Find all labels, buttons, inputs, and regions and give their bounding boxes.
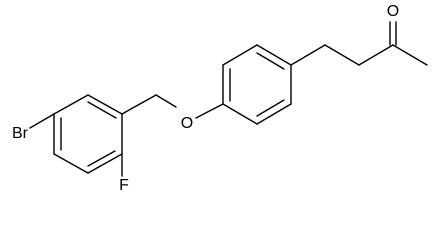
structure-canvas: Br F O O	[12, 3, 428, 195]
bond-ring1-f	[53, 94, 89, 115]
ether-oxygen-label: O	[181, 115, 193, 132]
bromine-label: Br	[12, 125, 29, 142]
ketone-oxygen-label: O	[387, 3, 399, 20]
bond-ch2-o	[155, 94, 177, 108]
bond-ring1-c	[87, 153, 123, 174]
bromofluorophenyl-ring	[53, 94, 123, 174]
bond-c-br	[29, 113, 55, 129]
bond-ch2b-co	[358, 44, 394, 66]
bond-ring2-double-2	[256, 52, 285, 70]
bond-co-ch3	[392, 44, 428, 66]
phenylene-ring	[222, 44, 292, 125]
fluorine-label: F	[119, 177, 129, 194]
chemical-structure-diagram: Br F O O	[12, 3, 428, 194]
bond-ring2-b	[222, 44, 258, 66]
bond-ring2-e	[256, 103, 292, 125]
bond-ring1-d	[53, 153, 89, 174]
bond-o-ring2	[195, 103, 224, 119]
bond-ring2-ch2a	[290, 44, 326, 66]
bond-ring2-f	[222, 103, 258, 125]
bond-ring1-a	[87, 94, 123, 115]
bond-ring2-c	[256, 44, 292, 66]
bond-ring2-double-3	[256, 99, 285, 117]
bond-ring1-double-1	[87, 101, 117, 119]
bond-ch2a-ch2b	[324, 44, 360, 66]
bond-ring-ch2	[121, 94, 157, 115]
bond-ring1-double-2	[87, 150, 116, 167]
